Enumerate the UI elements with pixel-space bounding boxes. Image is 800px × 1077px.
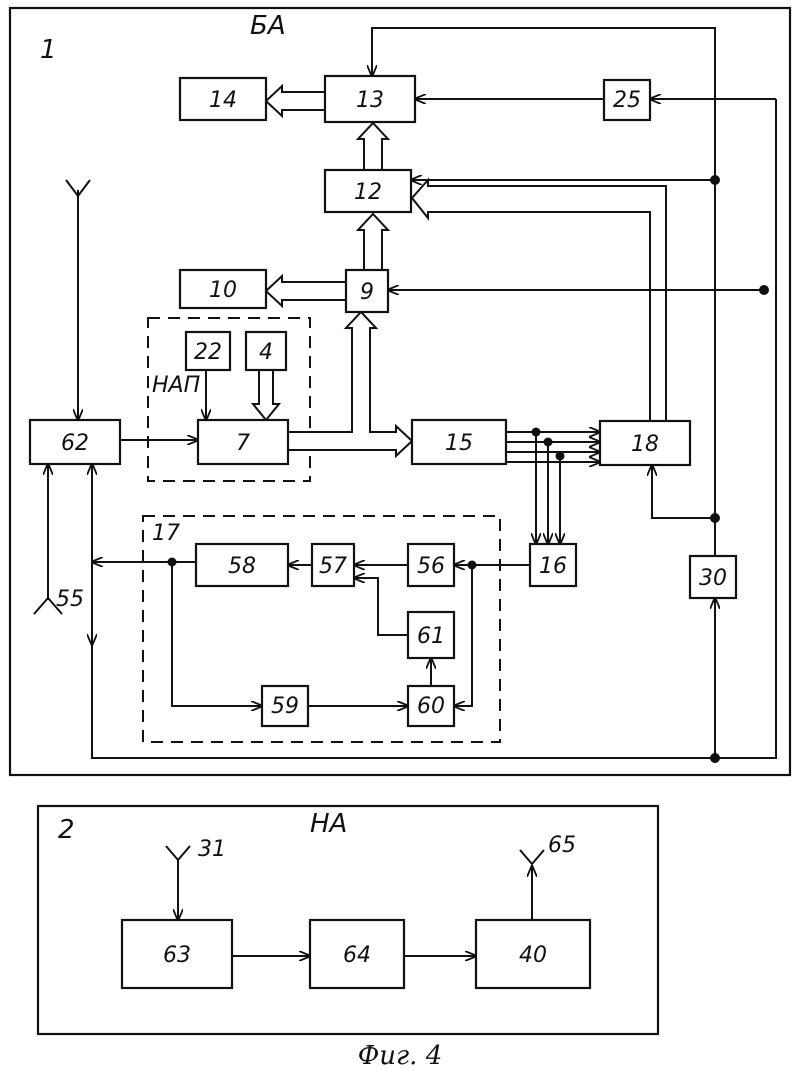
block-64-label: 64 [343,943,371,968]
antenna-31 [166,846,190,860]
bus-9-10 [266,276,346,306]
line-right-vertical [715,99,776,758]
line-56-60 [454,565,472,706]
bus-9-12 [358,214,388,270]
junction [532,428,541,437]
block-10-label: 10 [209,278,237,303]
unit1-title: БА [250,11,286,41]
block-13: 13 [325,76,415,122]
bus-18-12 [412,180,666,421]
block-10: 10 [180,270,266,308]
block-30: 30 [690,556,736,598]
block-16-label: 16 [539,554,567,579]
block-59-label: 59 [271,694,299,719]
block-61-label: 61 [417,624,445,649]
figure-caption: Фиг. 4 [358,1041,443,1071]
line-top-13 [372,28,715,180]
block-56-label: 56 [417,554,445,579]
block-63-label: 63 [163,943,191,968]
bus-12-13 [358,123,388,170]
block-58: 58 [196,544,288,586]
block-9: 9 [346,270,388,312]
block-60-label: 60 [417,694,445,719]
block-18: 18 [600,421,690,465]
block-22: 22 [186,332,230,370]
block-59: 59 [262,686,308,726]
block-40-label: 40 [519,943,547,968]
line-30-18 [652,465,715,556]
block-25: 25 [604,80,650,120]
block-14: 14 [180,78,266,120]
block-9-label: 9 [360,280,374,305]
block-64: 64 [310,920,404,988]
block-7: 7 [198,420,288,464]
block-58-label: 58 [228,554,256,579]
block-18-label: 18 [631,432,659,457]
block-13-label: 13 [356,88,384,113]
block-12: 12 [325,170,411,212]
junction [468,561,477,570]
block-60: 60 [408,686,454,726]
line-61-57 [354,578,408,635]
block-25-label: 25 [613,88,641,113]
bus-13-14 [266,86,325,116]
block-4-label: 4 [259,340,273,365]
antenna-65 [520,850,544,864]
block-7-label: 7 [236,431,250,456]
antenna-31-label: 31 [198,837,226,862]
block-15: 15 [412,420,506,464]
junction [710,753,720,763]
junction [556,452,565,461]
antenna-65-label: 65 [548,833,576,858]
line-bottom-62 [92,464,715,758]
block-30-label: 30 [699,566,727,591]
block-4: 4 [246,332,286,370]
junction [710,175,720,185]
block-14-label: 14 [209,88,237,113]
bus-4-7 [253,370,279,420]
block-56: 56 [408,544,454,586]
block-22-label: 22 [194,340,222,365]
junction [710,513,720,523]
unit1-number: 1 [40,35,57,65]
junction [544,438,553,447]
block-12-label: 12 [354,180,382,205]
unit2-title: НА [310,809,347,839]
junction [168,558,177,567]
nap-label: НАП [152,373,200,398]
bus-7-9-15 [288,312,412,456]
unit2-number: 2 [58,815,75,845]
block-40: 40 [476,920,590,988]
antenna-55-label: 55 [56,587,84,612]
block-62-label: 62 [61,431,89,456]
block-16: 16 [530,544,576,586]
block-57: 57 [312,544,354,586]
block-63: 63 [122,920,232,988]
block-61: 61 [408,612,454,658]
junction [759,285,769,295]
group-17-label: 17 [152,521,180,546]
block-15-label: 15 [445,431,473,456]
block-57-label: 57 [319,554,347,579]
block-62: 62 [30,420,120,464]
